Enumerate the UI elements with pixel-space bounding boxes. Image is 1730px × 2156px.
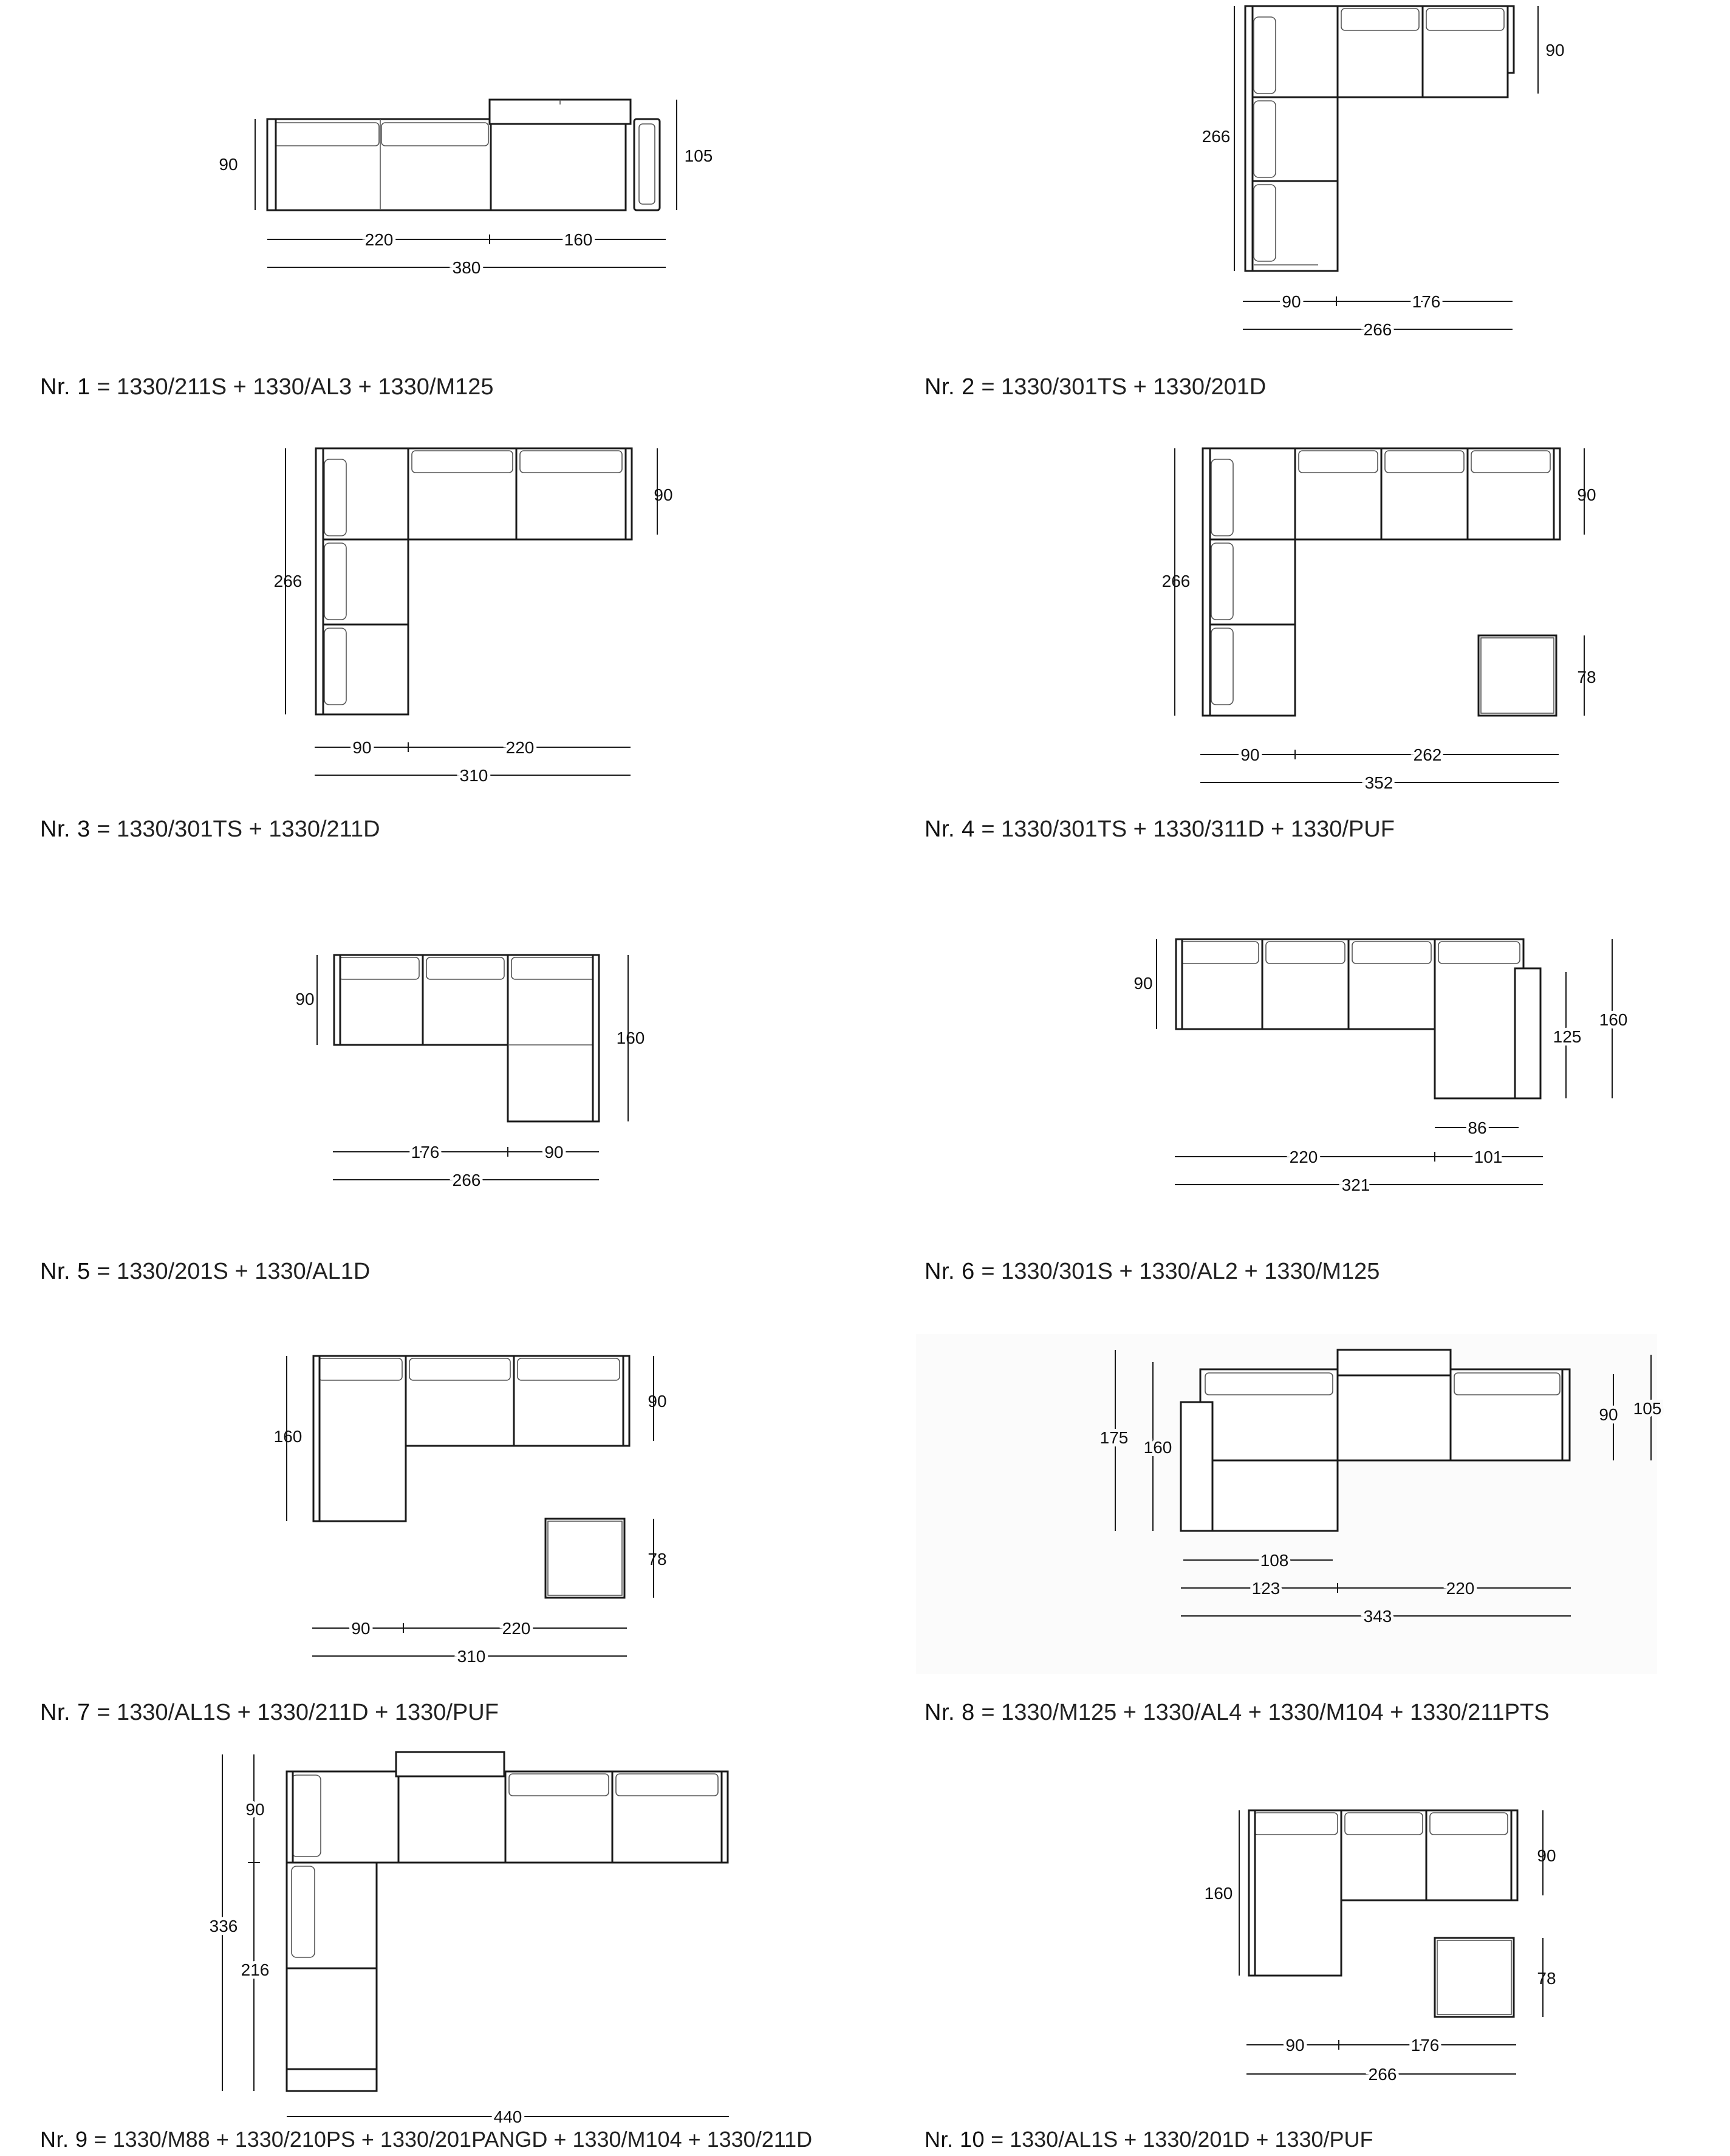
dim-label: 90: [544, 1143, 563, 1162]
config-number: Nr. 1: [40, 374, 91, 400]
config-number: Nr. 5: [40, 1259, 91, 1284]
config-formula: = 1330/301TS + 1330/211D: [97, 816, 380, 842]
plan-nr-2: [1234, 5, 1539, 330]
config-number: Nr. 10: [925, 2127, 985, 2152]
config-number: Nr. 6: [925, 1259, 975, 1284]
dim-label: 310: [457, 1647, 486, 1666]
dim-label: 220: [1446, 1579, 1475, 1598]
config-number: Nr. 9: [40, 2127, 88, 2152]
dim-label: 86: [1468, 1118, 1486, 1137]
dim-label: 90: [351, 1619, 370, 1638]
dim-label: 123: [1252, 1579, 1280, 1598]
dim-label: 105: [1633, 1399, 1662, 1418]
caption-nr-8: Nr. 8 = 1330/M125 + 1330/AL4 + 1330/M104…: [925, 1701, 1550, 1724]
caption-nr-6: Nr. 6 = 1330/301S + 1330/AL2 + 1330/M125: [925, 1260, 1380, 1283]
config-number: Nr. 4: [925, 816, 975, 842]
dim-label: 160: [564, 230, 593, 249]
dim-label: 90: [1545, 41, 1564, 60]
dim-label: 266: [1162, 572, 1191, 590]
dim-label: 343: [1364, 1607, 1392, 1626]
dim-label: 160: [1599, 1010, 1628, 1029]
plan-nr-6: [1156, 938, 1613, 1185]
plan-nr-7: [286, 1355, 654, 1657]
dim-label: 352: [1365, 773, 1393, 792]
dim-label: 266: [453, 1171, 481, 1189]
plan-nr-4: [1174, 447, 1585, 783]
dim-label: 160: [1205, 1884, 1233, 1903]
dim-label: 160: [1144, 1438, 1172, 1457]
plan-nr-9: [222, 1751, 729, 2117]
caption-nr-2: Nr. 2 = 1330/301TS + 1330/201D: [925, 375, 1266, 399]
config-formula: = 1330/M88 + 1330/210PS + 1330/201PANGD …: [94, 2127, 813, 2152]
caption-nr-7: Nr. 7 = 1330/AL1S + 1330/211D + 1330/PUF: [40, 1701, 499, 1724]
config-formula: = 1330/M125 + 1330/AL4 + 1330/M104 + 133…: [981, 1700, 1550, 1725]
dim-label: 175: [1100, 1428, 1129, 1447]
dim-label: 220: [365, 230, 394, 249]
dim-label: 160: [617, 1028, 645, 1047]
dim-label: 90: [295, 990, 314, 1008]
config-formula: = 1330/211S + 1330/AL3 + 1330/M125: [97, 374, 494, 400]
dim-label: 90: [648, 1392, 666, 1411]
config-formula: = 1330/AL1S + 1330/211D + 1330/PUF: [97, 1700, 499, 1725]
dim-label: 176: [411, 1143, 440, 1162]
dim-label: 220: [1290, 1148, 1318, 1166]
config-number: Nr. 8: [925, 1700, 975, 1725]
dim-label: 90: [1577, 485, 1596, 504]
dim-label: 90: [1240, 745, 1259, 764]
plan-nr-10: [1239, 1809, 1544, 2075]
dim-label: 380: [453, 258, 481, 277]
dim-label: 440: [494, 2107, 522, 2126]
config-formula: = 1330/201S + 1330/AL1D: [97, 1259, 371, 1284]
dim-label: 310: [460, 766, 488, 785]
plan-nr-5: [316, 954, 629, 1180]
dim-label: 336: [210, 1917, 238, 1935]
caption-nr-3: Nr. 3 = 1330/301TS + 1330/211D: [40, 818, 380, 841]
caption-nr-9: Nr. 9 = 1330/M88 + 1330/210PS + 1330/201…: [40, 2129, 812, 2151]
dim-label: 90: [219, 155, 238, 174]
dim-label: 220: [506, 738, 535, 757]
dim-label: 266: [1364, 320, 1392, 339]
dim-label: 90: [1537, 1846, 1556, 1865]
dim-label: 90: [1282, 292, 1301, 311]
config-formula: = 1330/AL1S + 1330/201D + 1330/PUF: [991, 2127, 1373, 2152]
dim-label: 220: [502, 1619, 531, 1638]
dim-label: 78: [648, 1550, 666, 1569]
dim-label: 90: [1285, 2036, 1304, 2055]
dim-label: 78: [1537, 1969, 1556, 1988]
config-number: Nr. 2: [925, 374, 975, 400]
plan-nr-3: [285, 447, 658, 776]
caption-nr-1: Nr. 1 = 1330/211S + 1330/AL3 + 1330/M125: [40, 375, 494, 399]
config-formula: = 1330/301TS + 1330/311D + 1330/PUF: [981, 816, 1395, 842]
config-formula: = 1330/301TS + 1330/201D: [981, 374, 1267, 400]
dim-label: 216: [241, 1960, 270, 1979]
dim-label: 90: [1599, 1405, 1618, 1424]
dim-label: 105: [685, 146, 713, 165]
plan-nr-1: [255, 98, 677, 268]
caption-nr-4: Nr. 4 = 1330/301TS + 1330/311D + 1330/PU…: [925, 818, 1395, 841]
dim-label: 90: [1133, 974, 1152, 993]
dim-label: 90: [352, 738, 371, 757]
dim-label: 160: [274, 1427, 303, 1446]
dim-label: 101: [1474, 1148, 1503, 1166]
config-number: Nr. 7: [40, 1700, 91, 1725]
config-number: Nr. 3: [40, 816, 91, 842]
dim-label: 266: [1202, 127, 1231, 146]
dim-label: 266: [274, 572, 303, 590]
caption-nr-5: Nr. 5 = 1330/201S + 1330/AL1D: [40, 1260, 370, 1283]
dim-label: 262: [1414, 745, 1442, 764]
dim-label: 176: [1411, 2036, 1440, 2055]
plan-nr-8: [916, 1334, 1657, 1674]
dim-label: 321: [1342, 1176, 1370, 1194]
dim-label: 108: [1260, 1551, 1289, 1570]
dim-label: 125: [1553, 1027, 1582, 1046]
dim-label: 90: [654, 485, 672, 504]
dim-label: 90: [245, 1800, 264, 1819]
config-formula: = 1330/301S + 1330/AL2 + 1330/M125: [981, 1259, 1380, 1284]
dim-label: 176: [1412, 292, 1441, 311]
dim-label: 78: [1577, 668, 1596, 686]
caption-nr-10: Nr. 10 = 1330/AL1S + 1330/201D + 1330/PU…: [925, 2129, 1373, 2151]
dim-label: 266: [1369, 2065, 1397, 2084]
